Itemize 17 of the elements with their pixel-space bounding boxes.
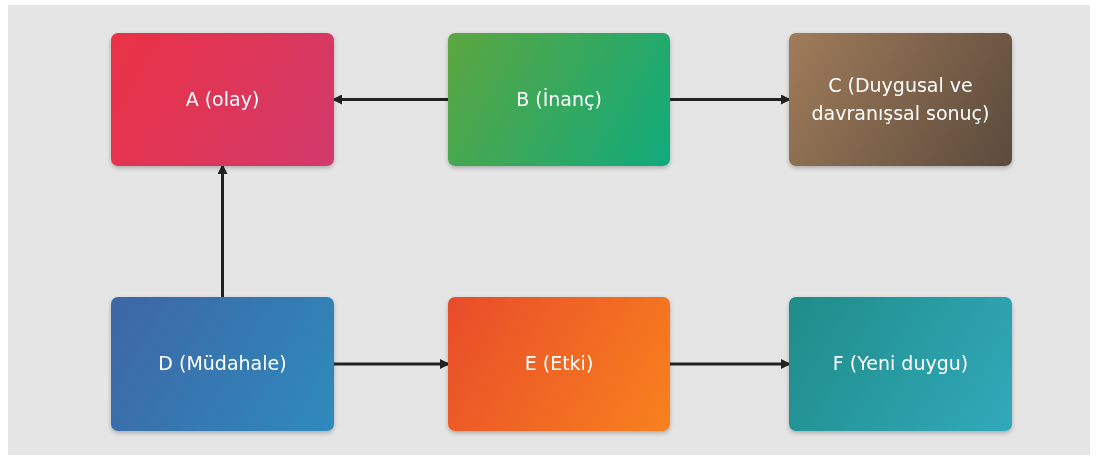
box-label: F (Yeni duygu) — [832, 351, 969, 377]
box-label: B (İnanç) — [516, 86, 602, 112]
arrow — [670, 94, 791, 105]
process-box — [789, 297, 1012, 431]
process-box — [111, 33, 334, 166]
process-box — [789, 33, 1012, 166]
arrow — [670, 359, 791, 369]
process-box — [448, 33, 670, 166]
box-label: A (olay) — [185, 86, 260, 112]
arrow — [217, 164, 228, 297]
arrow — [334, 359, 450, 369]
box-label: E (Etki) — [524, 351, 594, 377]
box-label: C (Duygusal ve davranışsal sonuç) — [810, 72, 991, 126]
process-box — [448, 297, 670, 431]
box-label: D (Müdahale) — [158, 351, 287, 377]
arrow — [332, 94, 448, 105]
process-box — [111, 297, 334, 431]
